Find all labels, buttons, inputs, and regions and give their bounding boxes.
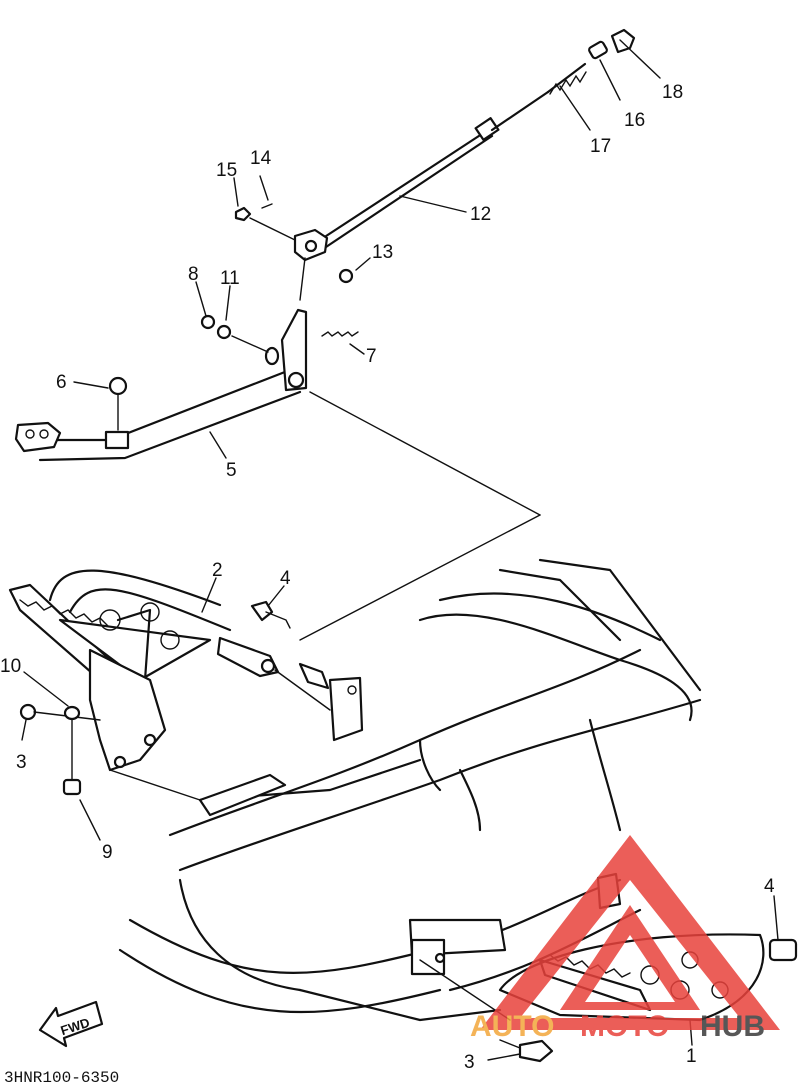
callout-labels: 18 16 17 12 13 14 15 8 11 7 6 5 2 4 10 3… (0, 82, 775, 1073)
callout-leaders (21, 39, 779, 1061)
callout-14: 14 (250, 148, 272, 169)
callout-5: 5 (226, 460, 237, 481)
callout-17: 17 (590, 136, 611, 157)
brake-cable-assembly (234, 28, 636, 301)
watermark-text-moto: MOTO (580, 1010, 669, 1043)
callout-3-bottom: 3 (464, 1052, 475, 1073)
callout-12: 12 (470, 204, 491, 225)
watermark-logo: AUTO MOTO HUB (470, 835, 780, 1043)
callout-13: 13 (372, 242, 393, 263)
callout-4-right: 4 (764, 876, 775, 897)
callout-11: 11 (220, 268, 240, 289)
callout-3-left: 3 (16, 752, 27, 773)
left-footrest (8, 569, 364, 796)
callout-4-top: 4 (280, 568, 291, 589)
callout-10: 10 (0, 656, 21, 677)
callout-6: 6 (56, 372, 67, 393)
callout-1: 1 (686, 1046, 697, 1067)
callout-2: 2 (212, 560, 223, 581)
fwd-arrow: FWD (38, 1000, 104, 1048)
callout-16: 16 (624, 110, 645, 131)
callout-7: 7 (366, 346, 377, 367)
watermark-text-auto: AUTO (470, 1010, 554, 1043)
callout-15: 15 (216, 160, 237, 181)
brake-pedal (14, 308, 541, 641)
callout-8: 8 (188, 264, 199, 285)
drawing-code: 3HNR100-6350 (4, 1069, 119, 1086)
callout-9: 9 (102, 842, 113, 863)
watermark-text-hub: HUB (700, 1010, 765, 1043)
callout-18: 18 (662, 82, 683, 103)
watermark-triangle-icon (480, 835, 780, 1030)
